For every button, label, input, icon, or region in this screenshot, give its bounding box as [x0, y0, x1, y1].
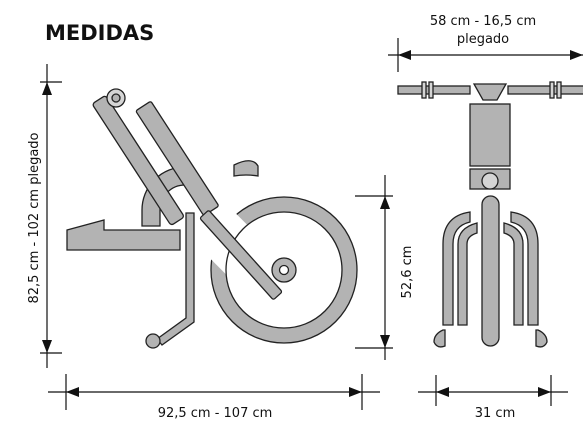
length-dimension: 92,5 cm - 107 cm	[48, 374, 380, 421]
column-hinge-inner	[111, 93, 121, 103]
body-knob	[481, 172, 499, 190]
crescent-piece	[233, 160, 259, 177]
right-inner-fork	[503, 222, 524, 326]
front-fork	[199, 210, 283, 300]
handlebar-right	[507, 85, 583, 95]
front-view-device	[397, 81, 583, 348]
length-label: 92,5 cm - 107 cm	[158, 406, 273, 421]
left-outer-fork	[442, 211, 471, 326]
support-leg	[156, 212, 195, 346]
left-foot	[433, 329, 446, 348]
height-label: 82,5 cm - 102 cm plegado	[27, 132, 42, 303]
left-grip-band-2	[428, 81, 434, 99]
right-foot	[535, 329, 548, 348]
center-leg	[481, 195, 500, 347]
wheel-height-label: 52,6 cm	[400, 246, 415, 299]
steering-column	[92, 95, 184, 226]
front-panel	[135, 101, 219, 216]
body-column	[469, 103, 511, 167]
handlebar-clamp	[472, 83, 508, 101]
support-foot	[145, 333, 161, 349]
left-inner-fork	[457, 222, 478, 326]
top-width-label-line2: plegado	[457, 32, 509, 47]
height-dimension: 82,5 cm - 102 cm plegado	[27, 64, 62, 368]
bottom-width-label: 31 cm	[475, 406, 516, 421]
right-grip-band	[549, 81, 555, 99]
footrest-platform	[66, 219, 181, 251]
bottom-width-dimension: 31 cm	[418, 375, 568, 421]
page-title: MEDIDAS	[45, 21, 154, 45]
left-grip-band	[421, 81, 427, 99]
top-width-label-line1: 58 cm - 16,5 cm	[430, 14, 536, 29]
side-view-device	[66, 88, 358, 349]
right-grip-band-2	[556, 81, 562, 99]
wheel-height-dimension: 52,6 cm	[355, 175, 415, 360]
right-outer-fork	[510, 211, 539, 326]
wheel-axle	[278, 264, 290, 276]
handlebar-left	[397, 85, 471, 95]
top-width-dimension: 58 cm - 16,5 cm plegado	[388, 14, 583, 72]
